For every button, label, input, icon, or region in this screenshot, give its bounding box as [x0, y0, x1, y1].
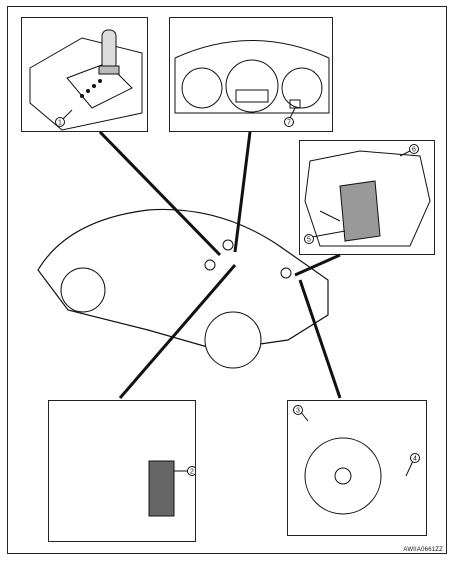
diagram-frame: [7, 6, 447, 554]
combination-meter-drawing: 7: [174, 40, 330, 127]
callout-6: 6: [412, 147, 416, 154]
engine-bay-drawing: 6 5: [304, 144, 431, 247]
callout-3: 3: [296, 408, 300, 415]
panel-shift-lever: 1: [21, 17, 148, 132]
panel-combination-meter: 7: [169, 17, 333, 132]
shift-lever-drawing: 1: [29, 29, 143, 131]
callout-4: 4: [413, 456, 417, 463]
callout-5: 5: [307, 237, 311, 244]
accelerator-pedal-drawing: 2: [148, 460, 195, 517]
callout-1: 1: [58, 120, 62, 127]
callout-7: 7: [287, 120, 291, 127]
panel-transaxle: 3 4: [287, 400, 427, 536]
panel-engine-bay: 6 5: [299, 140, 435, 255]
transaxle-drawing: 3 4: [293, 405, 420, 515]
callout-2: 2: [190, 469, 194, 476]
figure-code: AWIIA0661ZZ: [403, 547, 443, 553]
panel-accelerator-pedal: 2: [48, 400, 196, 542]
vehicle-drawing: [28, 200, 338, 380]
